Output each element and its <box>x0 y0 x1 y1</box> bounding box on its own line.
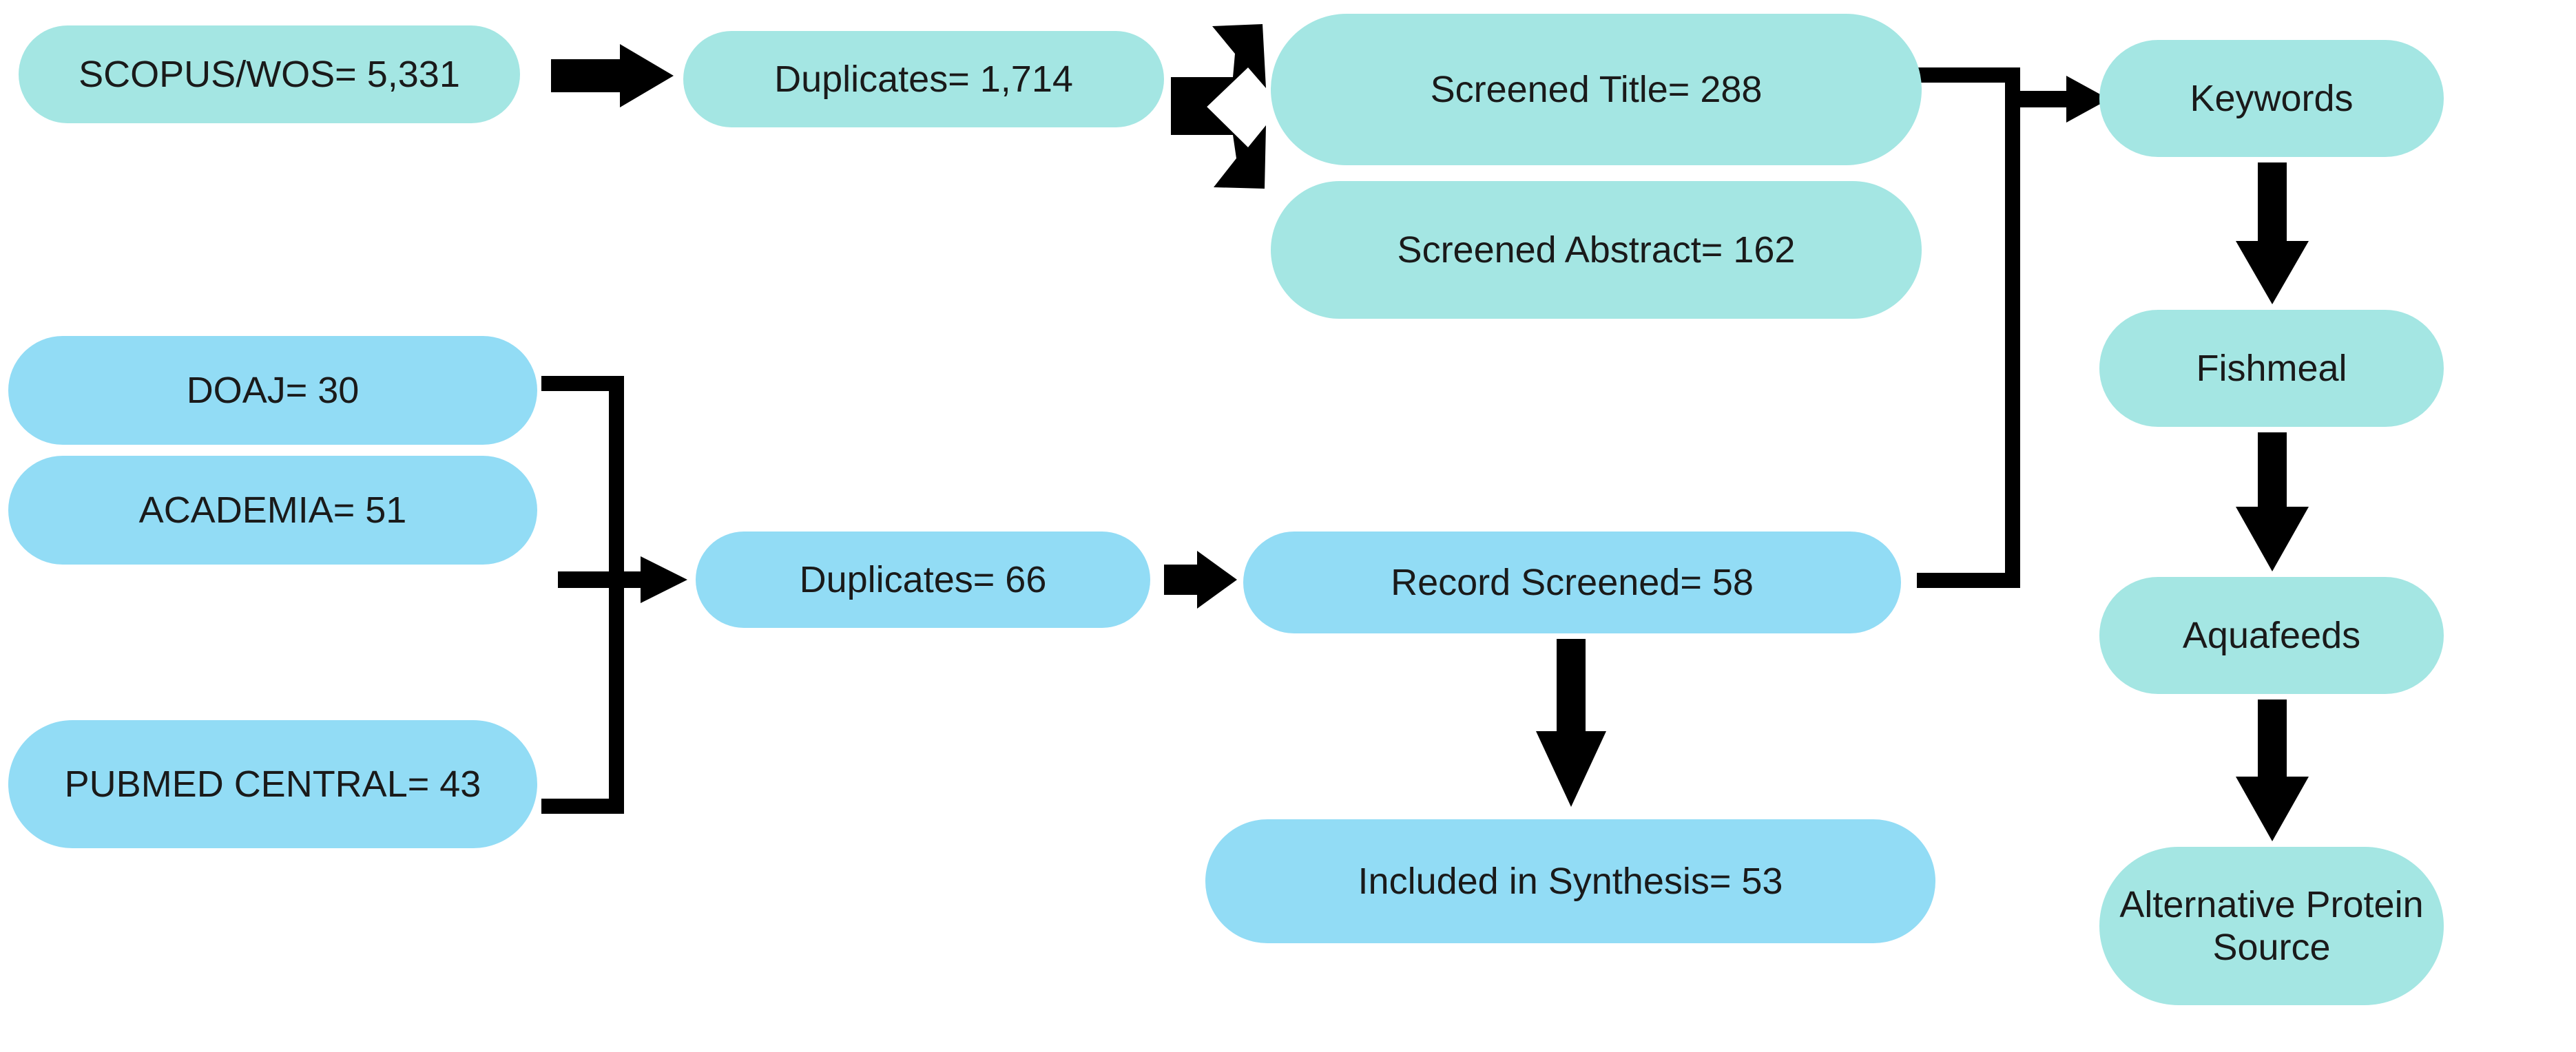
node-pubmed-central[interactable]: PUBMED CENTRAL= 43 <box>8 720 537 848</box>
node-fishmeal[interactable]: Fishmeal <box>2099 310 2444 427</box>
arrow-duplicates-to-screened-title <box>1171 24 1266 112</box>
arrow-record-to-included <box>1536 639 1606 807</box>
node-keywords[interactable]: Keywords <box>2099 40 2444 157</box>
node-screened-title[interactable]: Screened Title= 288 <box>1271 14 1922 165</box>
node-duplicates-bottom[interactable]: Duplicates= 66 <box>696 532 1150 628</box>
arrow-duplicates-to-screened-abstract <box>1171 102 1266 189</box>
node-academia[interactable]: ACADEMIA= 51 <box>8 456 537 565</box>
node-scopus-wos[interactable]: SCOPUS/WOS= 5,331 <box>19 25 520 123</box>
arrow-scopus-to-duplicates <box>551 44 674 107</box>
arrow-keywords-to-fishmeal <box>2236 162 2309 304</box>
arrow-duplicates66-to-record-screened <box>1164 551 1237 609</box>
node-included-in-synthesis[interactable]: Included in Synthesis= 53 <box>1205 819 1935 943</box>
arrow-aquafeeds-to-alt-protein <box>2236 699 2309 841</box>
node-record-screened[interactable]: Record Screened= 58 <box>1243 532 1901 633</box>
merge-bracket-title-record-to-keywords <box>1917 67 2109 588</box>
merge-bracket-sources-to-duplicates <box>541 376 687 814</box>
node-screened-abstract[interactable]: Screened Abstract= 162 <box>1271 181 1922 319</box>
arrow-fishmeal-to-aquafeeds <box>2236 432 2309 571</box>
node-duplicates-top[interactable]: Duplicates= 1,714 <box>683 31 1164 127</box>
node-aquafeeds[interactable]: Aquafeeds <box>2099 577 2444 694</box>
node-alternative-protein-source[interactable]: Alternative Protein Source <box>2099 847 2444 1005</box>
node-doaj[interactable]: DOAJ= 30 <box>8 336 537 445</box>
